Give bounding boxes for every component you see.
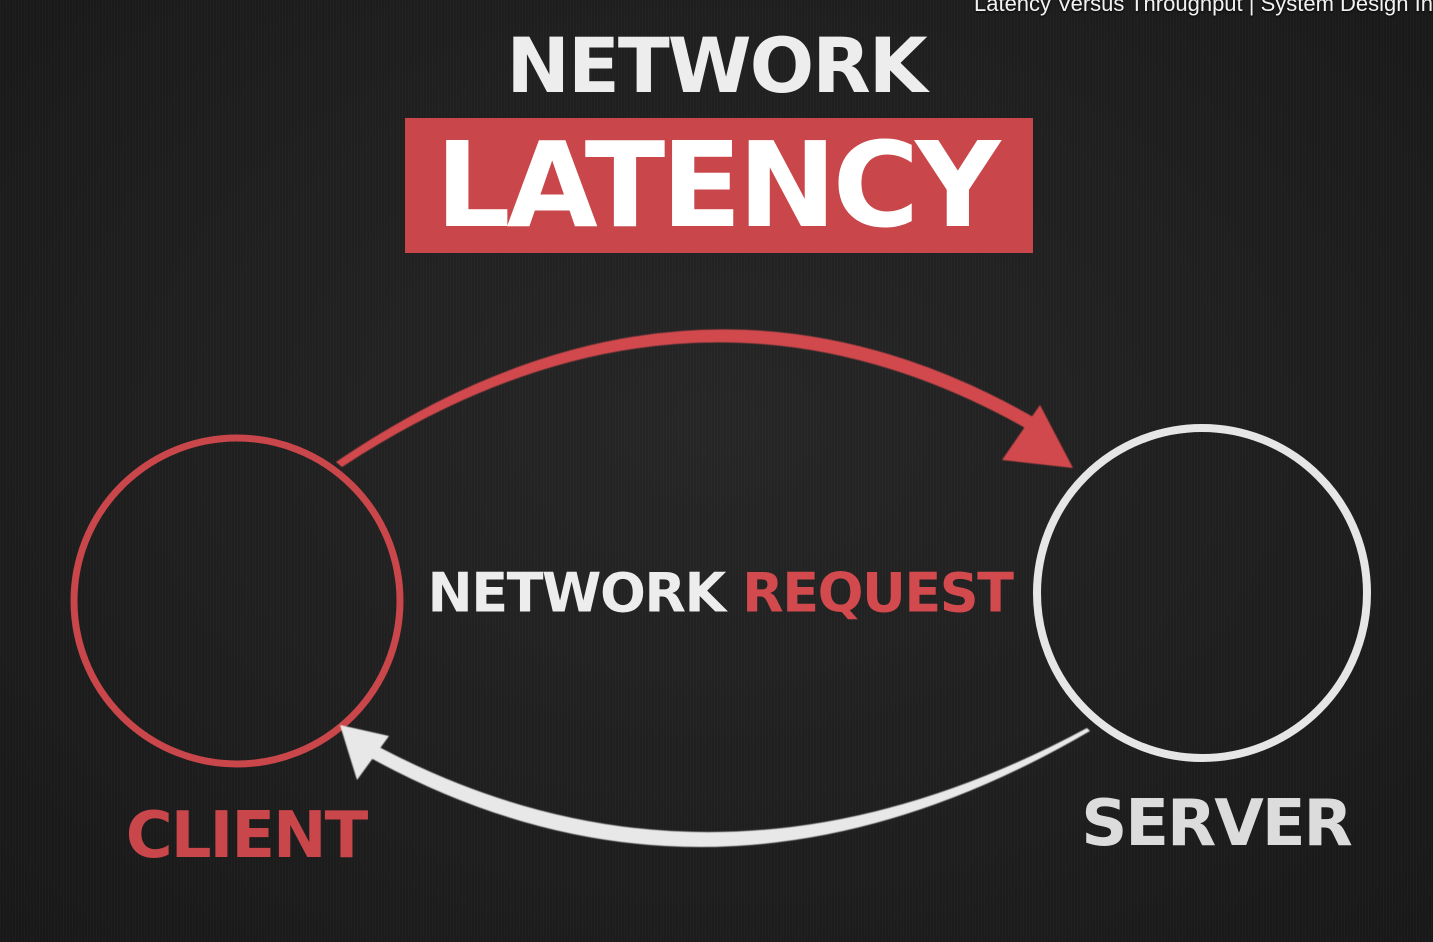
network-request-label: NETWORK REQUEST	[427, 561, 1014, 625]
request-arrow	[336, 329, 1073, 468]
video-title: Latency Versus Throughput | System Desig…	[973, 0, 1433, 16]
server-node	[1033, 424, 1371, 762]
client-node	[70, 434, 404, 768]
request-label-part1: NETWORK	[427, 561, 727, 625]
title-highlight-box	[405, 118, 1033, 253]
request-label-part2: REQUEST	[742, 561, 1014, 625]
response-arrow	[340, 725, 1090, 848]
client-label: CLIENT	[125, 799, 368, 873]
title-network: NETWORK	[506, 21, 927, 110]
server-label: SERVER	[1081, 787, 1353, 861]
title-latency: LATENCY	[435, 116, 1000, 254]
